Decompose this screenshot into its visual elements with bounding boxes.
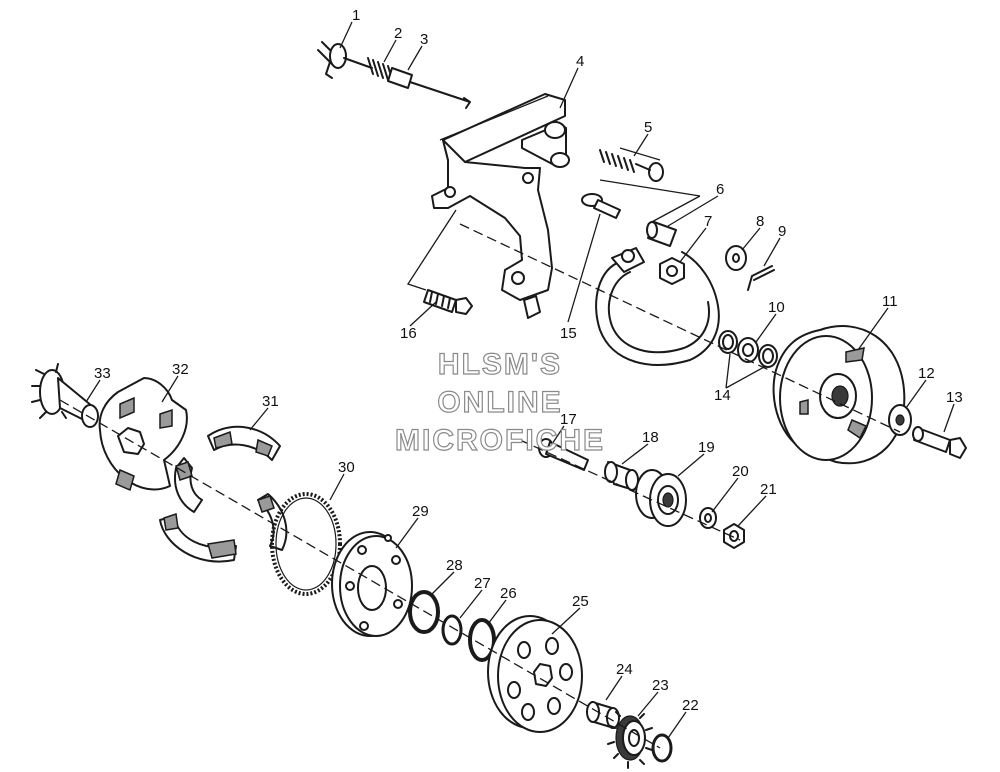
callout-30: 30 xyxy=(338,459,355,476)
centerline-upper xyxy=(459,223,901,433)
part-6-adjuster xyxy=(646,221,677,247)
callout-10: 10 xyxy=(768,299,785,316)
centerline-clutch xyxy=(59,399,661,749)
watermark-line-3: MICROFICHE xyxy=(394,423,605,457)
part-29-clutch-plate xyxy=(331,531,413,637)
callout-14: 14 xyxy=(714,387,731,404)
watermark-line-1: HLSM'S xyxy=(437,347,563,381)
part-22-snap-ring xyxy=(651,733,673,763)
part-18-spacer xyxy=(604,461,639,491)
part-27-washer xyxy=(441,614,463,646)
callout-23: 23 xyxy=(652,677,669,694)
callout-27: 27 xyxy=(474,575,491,592)
callout-15: 15 xyxy=(560,325,577,342)
callout-28: 28 xyxy=(446,557,463,574)
callout-labels: 1 2 3 4 5 6 7 8 9 10 11 12 13 14 15 16 1… xyxy=(94,7,963,714)
callout-2: 2 xyxy=(394,25,402,42)
callout-leaders xyxy=(85,21,955,739)
brake-band xyxy=(595,247,720,366)
part-7-nut xyxy=(659,257,685,285)
callout-3: 3 xyxy=(420,31,428,48)
assembly-lines xyxy=(406,95,701,291)
callout-22: 22 xyxy=(682,697,699,714)
callout-17: 17 xyxy=(560,411,577,428)
callout-33: 33 xyxy=(94,365,111,382)
callout-7: 7 xyxy=(704,213,712,230)
part-25-clutch-drum xyxy=(487,615,583,733)
part-3-sleeve xyxy=(387,67,471,109)
part-2-spring xyxy=(367,57,394,83)
part-30-garter-spring xyxy=(270,492,342,596)
part-20-washer xyxy=(699,507,717,529)
part-5-spring xyxy=(599,149,664,182)
callout-24: 24 xyxy=(616,661,633,678)
part-19-idler-pulley xyxy=(635,469,687,527)
callout-4: 4 xyxy=(576,53,584,70)
part-21-nut xyxy=(723,523,745,549)
callout-8: 8 xyxy=(756,213,764,230)
part-24-bushing xyxy=(586,701,620,729)
part-13-bolt xyxy=(912,426,967,459)
watermark-line-2: ONLINE xyxy=(437,385,563,419)
callout-6: 6 xyxy=(716,181,724,198)
callout-5: 5 xyxy=(644,119,652,136)
callout-16: 16 xyxy=(400,325,417,342)
callout-29: 29 xyxy=(412,503,429,520)
part-9-cotter-pin xyxy=(747,265,775,291)
part-33-hub xyxy=(31,363,99,428)
part-8-washer xyxy=(725,245,747,271)
part-10-seal xyxy=(737,337,759,363)
callout-12: 12 xyxy=(918,365,935,382)
part-12-washer xyxy=(888,404,912,436)
callout-1: 1 xyxy=(352,7,360,24)
callout-18: 18 xyxy=(642,429,659,446)
callout-20: 20 xyxy=(732,463,749,480)
part-26-snap-ring xyxy=(468,618,496,662)
part-15-pivot-pin xyxy=(581,193,621,219)
callout-31: 31 xyxy=(262,393,279,410)
callout-25: 25 xyxy=(572,593,589,610)
part-11-brake-drum xyxy=(772,325,906,465)
part-14-rings xyxy=(718,330,778,368)
part-31-clutch-shoes xyxy=(159,425,288,563)
part-4-brake-bracket xyxy=(431,93,570,319)
callout-11: 11 xyxy=(882,293,898,310)
part-32-shoe-carrier xyxy=(98,377,188,492)
callout-21: 21 xyxy=(760,481,777,498)
callout-19: 19 xyxy=(698,439,715,456)
part-16-bolt xyxy=(423,289,473,315)
part-1-cable-end xyxy=(317,41,373,79)
part-28-snap-ring xyxy=(408,590,440,634)
callout-32: 32 xyxy=(172,361,189,378)
callout-26: 26 xyxy=(500,585,517,602)
callout-9: 9 xyxy=(778,223,786,240)
callout-13: 13 xyxy=(946,389,963,406)
centerline-idler xyxy=(519,439,741,541)
